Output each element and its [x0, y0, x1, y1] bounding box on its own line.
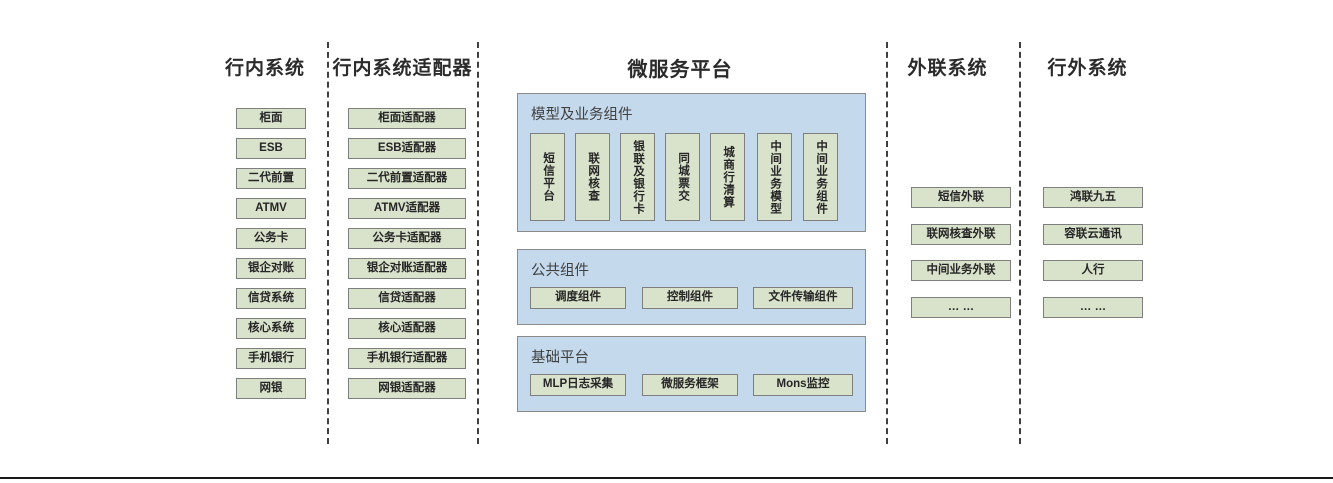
node-public-2[interactable]: 文件传输组件 — [753, 287, 853, 309]
node-model-6[interactable]: 中间业务组件 — [803, 133, 838, 221]
node-adapter-0[interactable]: 柜面适配器 — [348, 108, 466, 129]
node-base-0[interactable]: MLP日志采集 — [530, 374, 626, 396]
node-model-0[interactable]: 短信平台 — [530, 133, 565, 221]
column-heading-external-link-systems: 外联系统 — [907, 58, 988, 79]
column-heading-off-bank-systems: 行外系统 — [1047, 58, 1128, 79]
node-off-bank-1[interactable]: 容联云通讯 — [1043, 224, 1143, 245]
node-adapter-5[interactable]: 银企对账适配器 — [348, 258, 466, 279]
node-adapter-8[interactable]: 手机银行适配器 — [348, 348, 466, 369]
node-public-1[interactable]: 控制组件 — [642, 287, 738, 309]
column-heading-in-bank-systems: 行内系统 — [224, 58, 305, 79]
node-in-bank-2[interactable]: 二代前置 — [236, 168, 306, 189]
node-ext-link-0[interactable]: 短信外联 — [911, 187, 1011, 208]
node-in-bank-0[interactable]: 柜面 — [236, 108, 306, 129]
node-in-bank-5[interactable]: 银企对账 — [236, 258, 306, 279]
node-off-bank-0[interactable]: 鸿联九五 — [1043, 187, 1143, 208]
node-in-bank-1[interactable]: ESB — [236, 138, 306, 159]
node-off-bank-3[interactable]: … … — [1043, 297, 1143, 318]
node-ext-link-2[interactable]: 中间业务外联 — [911, 260, 1011, 281]
column-divider-3 — [886, 42, 888, 444]
node-model-2[interactable]: 银联及银行卡 — [620, 133, 655, 221]
node-adapter-2[interactable]: 二代前置适配器 — [348, 168, 466, 189]
node-base-1[interactable]: 微服务框架 — [642, 374, 738, 396]
node-ext-link-3[interactable]: … … — [911, 297, 1011, 318]
column-divider-2 — [477, 42, 479, 444]
node-adapter-6[interactable]: 信贷适配器 — [348, 288, 466, 309]
node-model-4[interactable]: 城商行清算 — [710, 133, 745, 221]
node-model-1[interactable]: 联网核查 — [575, 133, 610, 221]
column-divider-4 — [1019, 42, 1021, 444]
column-heading-in-bank-adapters: 行内系统适配器 — [332, 58, 473, 79]
node-adapter-3[interactable]: ATMV适配器 — [348, 198, 466, 219]
node-in-bank-3[interactable]: ATMV — [236, 198, 306, 219]
node-adapter-9[interactable]: 网银适配器 — [348, 378, 466, 399]
node-public-0[interactable]: 调度组件 — [530, 287, 626, 309]
column-divider-1 — [327, 42, 329, 444]
node-adapter-7[interactable]: 核心适配器 — [348, 318, 466, 339]
node-adapter-4[interactable]: 公务卡适配器 — [348, 228, 466, 249]
node-off-bank-2[interactable]: 人行 — [1043, 260, 1143, 281]
node-in-bank-7[interactable]: 核心系统 — [236, 318, 306, 339]
platform-heading: 微服务平台 — [627, 59, 733, 81]
node-in-bank-9[interactable]: 网银 — [236, 378, 306, 399]
page-bottom-rule — [0, 477, 1333, 479]
node-ext-link-1[interactable]: 联网核查外联 — [911, 224, 1011, 245]
node-in-bank-6[interactable]: 信贷系统 — [236, 288, 306, 309]
node-base-2[interactable]: Mons监控 — [753, 374, 853, 396]
node-model-5[interactable]: 中间业务模型 — [757, 133, 792, 221]
panel-title-model-business-components: 模型及业务组件 — [531, 107, 633, 123]
panel-title-public-components: 公共组件 — [531, 263, 589, 279]
node-model-3[interactable]: 同城票交 — [665, 133, 700, 221]
panel-title-base-platform: 基础平台 — [531, 350, 589, 366]
node-in-bank-8[interactable]: 手机银行 — [236, 348, 306, 369]
node-in-bank-4[interactable]: 公务卡 — [236, 228, 306, 249]
node-adapter-1[interactable]: ESB适配器 — [348, 138, 466, 159]
